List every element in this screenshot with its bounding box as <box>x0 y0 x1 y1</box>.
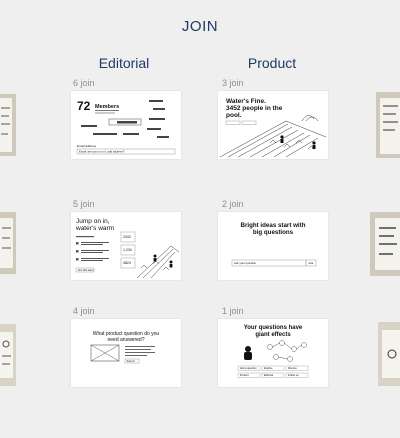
sketch-photo-left-2[interactable] <box>0 212 16 274</box>
count-label: 4 join <box>73 306 95 316</box>
page-title: JOIN <box>181 18 219 35</box>
count-label: 5 join <box>73 199 95 209</box>
card-headline: Water's Fine. <box>226 98 266 105</box>
card-headline: need answered? <box>108 337 145 343</box>
card-headline: big questions <box>253 229 294 236</box>
member-count: 72 <box>77 99 91 113</box>
card-waters-fine[interactable]: Water's Fine. 3452 people in the pool. <box>218 91 328 159</box>
card-headline: 3452 people in the <box>226 105 283 112</box>
sketch-photo-left-3[interactable] <box>0 324 16 386</box>
card-product-question[interactable]: What product question do you need answer… <box>71 319 181 387</box>
card-bright-ideas[interactable]: Bright ideas start with big questions As… <box>218 212 328 280</box>
count-label: 1 join <box>222 306 244 316</box>
column-title-product: Product <box>247 55 297 71</box>
card-headline: water's warm <box>75 225 114 232</box>
question-input[interactable]: Ask your question <box>234 261 257 265</box>
card-headline: Jump on in, <box>76 218 110 225</box>
sketch-photo-right-2[interactable] <box>370 212 400 276</box>
card-headline: What product question do you <box>93 331 160 337</box>
count-label: 2 join <box>222 199 244 209</box>
card-headline: pool. <box>226 112 242 119</box>
count-label: 6 join <box>73 78 95 88</box>
stat-value: 4824 <box>123 261 131 265</box>
card-headline: giant effects <box>255 332 291 338</box>
email-input[interactable]: Email: are you in on it, add address? <box>79 150 125 154</box>
stat-value: 2342 <box>123 235 131 239</box>
sketch-photo-right-1[interactable] <box>376 92 400 158</box>
card-members[interactable]: 72 Members Email address Email: are you … <box>71 91 181 159</box>
chip[interactable]: Explore <box>264 367 273 370</box>
chip[interactable]: Add a question <box>240 367 257 370</box>
email-label: Email address <box>77 144 97 148</box>
chip[interactable]: Product <box>240 374 249 377</box>
count-label: 3 join <box>222 78 244 88</box>
chip[interactable]: Follow up <box>288 374 299 377</box>
card-giant-effects[interactable]: Your questions have giant effects Add a … <box>218 319 328 387</box>
card-headline: Bright ideas start with <box>241 222 306 229</box>
ask-button[interactable]: Ask <box>309 261 314 265</box>
member-word: Members <box>95 104 119 110</box>
card-headline: Your questions have <box>244 325 303 331</box>
column-title-editorial: Editorial <box>98 55 150 71</box>
submit-button[interactable]: Submit <box>127 359 135 363</box>
stat-value: 1,234 <box>123 248 132 252</box>
chip[interactable]: Discuss <box>288 367 298 370</box>
sketch-photo-right-3[interactable] <box>378 322 400 386</box>
sketch-photo-left-1[interactable] <box>0 94 16 156</box>
card-jump-on-in[interactable]: Jump on in, water's warm Join this team … <box>71 212 181 280</box>
chip[interactable]: Editorial <box>264 374 273 377</box>
join-team-button[interactable]: Join this team <box>78 268 94 272</box>
